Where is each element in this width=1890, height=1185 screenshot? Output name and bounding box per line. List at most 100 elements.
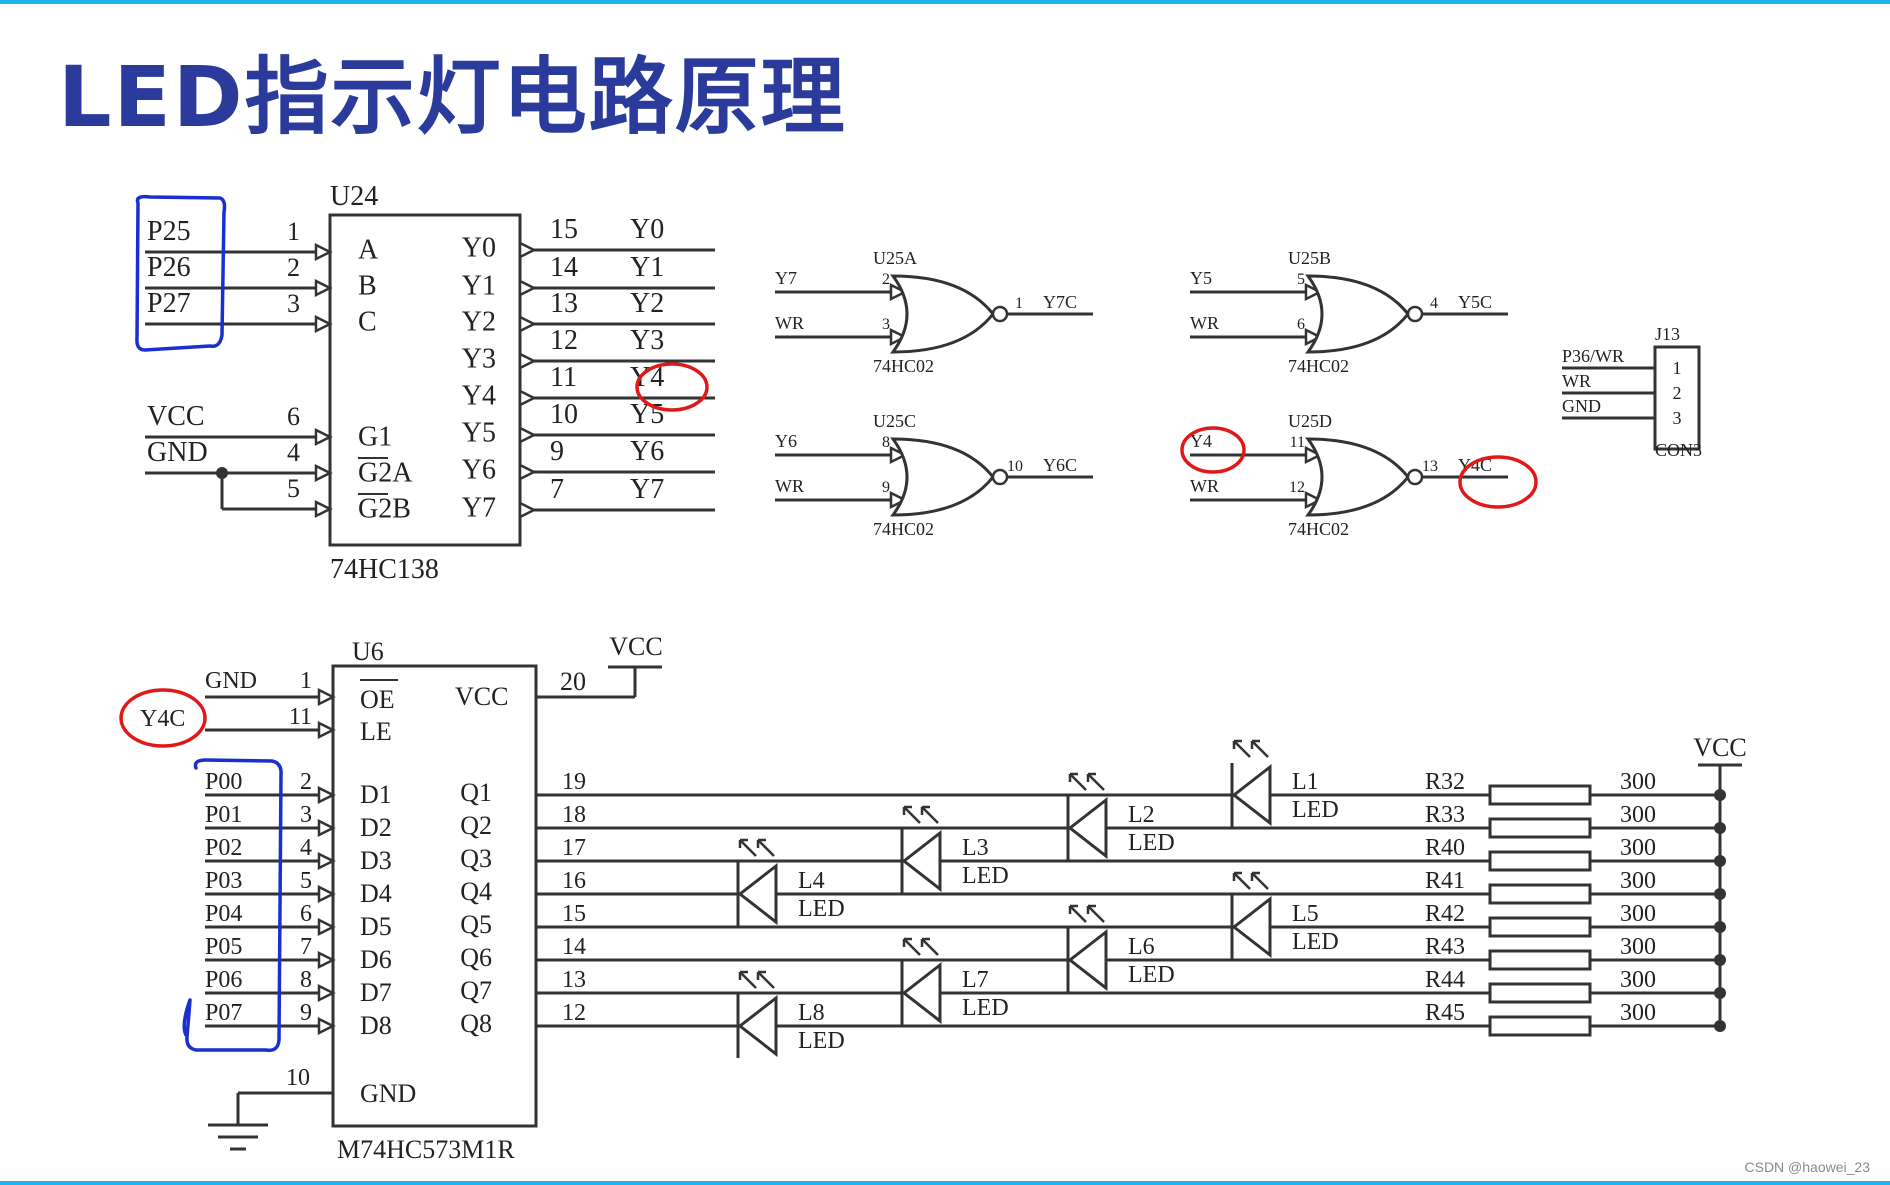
nor-input-net-label: WR — [775, 476, 804, 496]
u6-le-pin-label: LE — [360, 717, 392, 746]
u24-output-pin-marker — [518, 388, 537, 408]
led-ref-label: L6 — [1128, 934, 1155, 960]
led-type-label: LED — [798, 1028, 845, 1054]
u6-output-pin-number: 14 — [562, 934, 586, 960]
u24-output-pin-label: Y7 — [462, 492, 496, 523]
nor-gate-ref-label: U25A — [873, 248, 917, 268]
u24-output-pin-marker — [518, 278, 537, 298]
u6-output-pin-number: 13 — [562, 967, 586, 993]
led-diode-triangle — [1231, 895, 1272, 959]
blue-highlight-mark-p00-p07 — [182, 758, 283, 1053]
j13-pin-net-label: GND — [1562, 396, 1601, 416]
led-emission-arrow — [1250, 739, 1269, 758]
nor-input-pin-number: 12 — [1289, 479, 1305, 496]
u24-output-pin-number: 14 — [550, 252, 578, 283]
nor-input-pin-marker — [1304, 490, 1323, 510]
u24-input-pin-label: A — [358, 234, 379, 265]
u6-output-pin-label: Q1 — [460, 778, 492, 807]
nor-output-bubble — [1406, 468, 1424, 486]
u6-data-input-net-label: P00 — [205, 769, 242, 795]
led-type-label: LED — [1128, 830, 1175, 856]
nor-gate-ref-label: U25D — [1288, 411, 1332, 431]
nor-gate-part-label: 74HC02 — [1288, 519, 1349, 539]
resistor-ref-label: R45 — [1425, 1000, 1465, 1026]
resistor-value-label: 300 — [1620, 868, 1656, 894]
u6-data-input-pin-label: D5 — [360, 912, 392, 941]
u6-gnd-pin-label: GND — [360, 1079, 416, 1108]
u6-oe-pin-label: OE — [360, 685, 395, 714]
u6-data-input-net-label: P01 — [205, 802, 242, 828]
led-emission-arrow — [1232, 739, 1251, 758]
resistor-value-label: 300 — [1620, 1000, 1656, 1026]
blue-highlight-mark-p25-p27 — [135, 194, 227, 352]
u6-output-pin-number: 15 — [562, 901, 586, 927]
resistor-body — [1488, 916, 1592, 938]
nor-input-pin-number: 2 — [882, 271, 890, 288]
nor-input-pin-marker — [889, 445, 908, 465]
u6-data-input-net-label: P05 — [205, 934, 242, 960]
led-diode-triangle — [737, 994, 778, 1058]
u24-output-pin-marker — [518, 240, 537, 260]
u24-output-pin-label: Y4 — [462, 380, 496, 411]
u24-input-net-label: P27 — [147, 288, 191, 319]
led-diode-triangle — [901, 961, 942, 1025]
u24-output-net-label: Y1 — [630, 252, 664, 283]
u6-output-pin-label: Q5 — [460, 910, 492, 939]
led-diode-triangle — [1231, 763, 1272, 827]
u6-data-input-pin-marker — [317, 983, 336, 1003]
led-emission-arrow — [902, 937, 921, 956]
nor-gate-part-label: 74HC02 — [873, 519, 934, 539]
u24-part-label: 74HC138 — [330, 554, 439, 585]
slide-bottom-accent-bar — [0, 1181, 1890, 1185]
u24-output-pin-label: Y3 — [462, 343, 496, 374]
nor-gate-body — [1305, 274, 1410, 354]
j13-pin-number: 2 — [1673, 383, 1682, 403]
u24-enable-pin-marker — [314, 499, 333, 519]
led-ref-label: L5 — [1292, 901, 1319, 927]
u24-output-pin-label: Y5 — [462, 417, 496, 448]
nor-input-pin-number: 8 — [882, 434, 890, 451]
nor-gate-body — [1305, 437, 1410, 517]
u24-input-pin-marker — [314, 314, 333, 334]
u24-output-net-label: Y0 — [630, 214, 664, 245]
resistor-ref-label: R43 — [1425, 934, 1465, 960]
resistor-body — [1488, 850, 1592, 872]
nor-output-bubble — [1406, 305, 1424, 323]
u24-input-pin-label: B — [358, 270, 377, 301]
u24-output-pin-label: Y2 — [462, 306, 496, 337]
u6-data-input-pin-label: D2 — [360, 813, 392, 842]
nor-output-pin-number: 4 — [1430, 295, 1438, 312]
u6-data-input-pin-number: 6 — [300, 901, 312, 927]
led-emission-arrow — [902, 805, 921, 824]
u24-output-pin-label: Y1 — [462, 270, 496, 301]
resistor-body — [1488, 949, 1592, 971]
u24-gnd-junction-dot — [216, 467, 228, 479]
nor-input-pin-marker — [889, 282, 908, 302]
led-type-label: LED — [962, 995, 1009, 1021]
u6-data-input-pin-label: D4 — [360, 879, 392, 908]
resistor-ref-label: R40 — [1425, 835, 1465, 861]
resistor-ref-label: R32 — [1425, 769, 1465, 795]
u6-output-pin-number: 16 — [562, 868, 586, 894]
nor-output-bubble — [991, 305, 1009, 323]
resistor-value-label: 300 — [1620, 769, 1656, 795]
slide-top-accent-bar — [0, 0, 1890, 4]
u6-data-input-pin-number: 8 — [300, 967, 312, 993]
j13-pin-net-label: WR — [1562, 371, 1591, 391]
u24-enable-pin-number: 5 — [287, 474, 300, 503]
red-highlight-mark-u25d-y4 — [1180, 426, 1246, 474]
u6-output-pin-label: Q8 — [460, 1009, 492, 1038]
led-diode-triangle — [901, 829, 942, 893]
nor-input-net-label: WR — [1190, 313, 1219, 333]
u24-output-pin-number: 13 — [550, 288, 578, 319]
u6-data-input-pin-number: 2 — [300, 769, 312, 795]
led-type-label: LED — [798, 896, 845, 922]
u6-data-input-pin-marker — [317, 785, 336, 805]
u6-output-pin-number: 17 — [562, 835, 586, 861]
u6-output-pin-number: 18 — [562, 802, 586, 828]
nor-input-net-label: WR — [775, 313, 804, 333]
led-diode-triangle — [1067, 928, 1108, 992]
led-emission-arrow — [920, 805, 939, 824]
u6-data-input-pin-label: D6 — [360, 945, 392, 974]
nor-input-net-label: WR — [1190, 476, 1219, 496]
